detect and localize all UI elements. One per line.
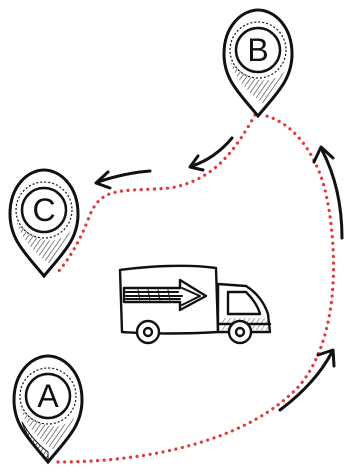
map-pin-a: A	[12, 354, 84, 465]
delivery-truck-icon	[118, 264, 272, 345]
direction-arrow-icon	[278, 348, 336, 412]
route-b-to-c	[56, 113, 257, 274]
truck-wheel-rear	[135, 319, 161, 345]
route-lines	[56, 113, 336, 464]
map-pin-b: B	[222, 8, 294, 119]
pin-label-a: A	[37, 378, 59, 414]
direction-arrow-icon	[94, 169, 152, 190]
direction-arrows	[94, 136, 344, 412]
map-pin-icon	[12, 354, 84, 465]
pin-label-c: C	[32, 192, 55, 228]
truck-arrow-icon	[122, 278, 208, 312]
pin-label-b: B	[247, 32, 268, 68]
direction-arrow-icon	[312, 145, 344, 240]
truck-window	[226, 290, 262, 316]
map-pin-icon	[8, 168, 80, 279]
direction-arrow-icon	[188, 136, 234, 172]
map-pin-icon	[222, 8, 294, 119]
truck-wheel-front	[227, 319, 253, 345]
map-pin-c: C	[8, 168, 80, 279]
